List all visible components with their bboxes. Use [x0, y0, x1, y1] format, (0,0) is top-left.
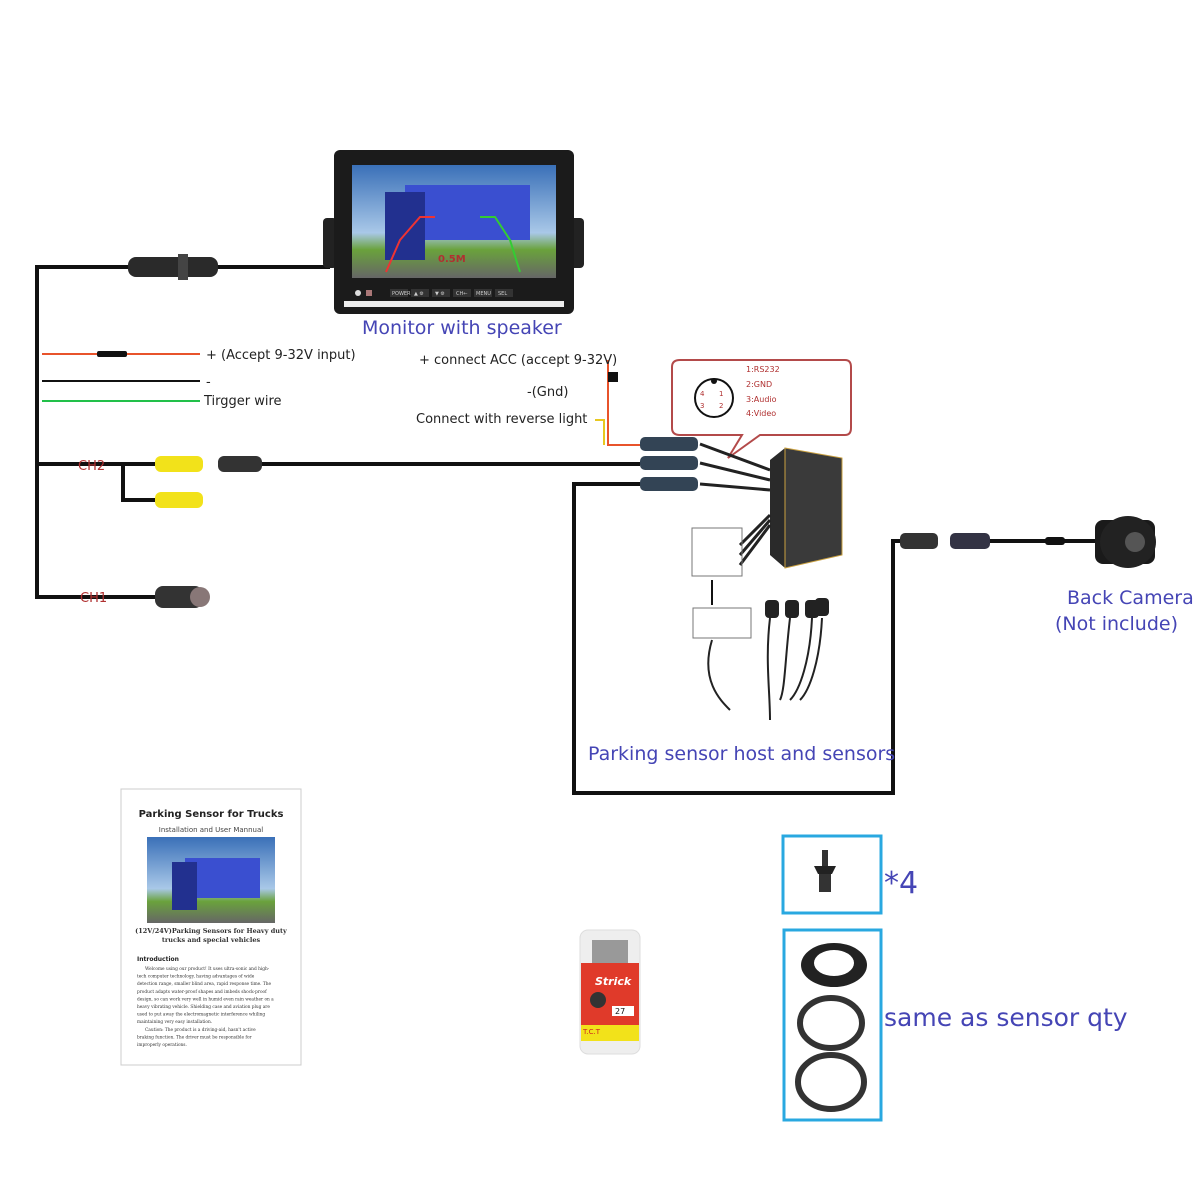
- manual-intro-line: tech computer technology, having advanta…: [137, 975, 255, 980]
- drill-brand: Strick: [595, 975, 632, 988]
- camera-note: (Not include): [1055, 613, 1178, 635]
- manual-heading: trucks and special vehicles: [162, 936, 261, 944]
- aviation-plug: [218, 456, 262, 472]
- sensor-host: [640, 437, 843, 721]
- hole-saw-package: Strick 27 T.C.T: [579, 929, 641, 1055]
- trigger-wire-label: Tirgger wire: [203, 394, 282, 409]
- manual-intro-line: heavy vibrating vehicle. Shielding case …: [137, 1005, 270, 1010]
- pin-number: 2: [719, 402, 723, 410]
- menu-button[interactable]: MENU: [476, 291, 491, 297]
- wires: [35, 265, 1095, 795]
- ground-wire-label: -: [206, 375, 211, 390]
- channel-button[interactable]: CH←: [456, 291, 467, 297]
- manual-intro-line: detection range, smaller blind area, rap…: [137, 982, 272, 987]
- pin-label: 2:GND: [746, 380, 772, 389]
- manual-subtitle: Installation and User Mannual: [159, 826, 263, 834]
- manual-intro-title: Introduction: [137, 956, 179, 963]
- pinout-callout: 1 2 3 4 1:RS232 2:GND 3:Audio 4:Video: [671, 359, 852, 459]
- drill-type: T.C.T: [582, 1028, 601, 1036]
- up-button[interactable]: ▲ ⚙: [414, 291, 424, 297]
- aviation-connector-monitor: [128, 254, 218, 280]
- monitor: 0.5M POWER ▲ ⚙ ▼ ⚙ CH← MENU SEL: [323, 150, 584, 314]
- distance-readout: 0.5M: [438, 254, 466, 265]
- back-camera: [900, 516, 1156, 568]
- manual-intro-line: product adapts water-proof shapes and im…: [137, 990, 267, 995]
- pin-label: 1:RS232: [746, 365, 780, 374]
- ch1-connector: [155, 586, 203, 608]
- ch2-label: CH2: [78, 459, 105, 474]
- manual-intro-line: Caution: The product is a driving-aid, h…: [145, 1028, 256, 1033]
- power-wire-label: + (Accept 9-32V input): [206, 348, 356, 363]
- rca-yellow-connector: [155, 456, 203, 472]
- pin-number: 1: [719, 390, 723, 398]
- pin-label: 4:Video: [746, 409, 776, 418]
- manual-intro-line: maintaining very easy installation.: [137, 1020, 212, 1025]
- down-button[interactable]: ▼ ⚙: [435, 291, 445, 297]
- manual-intro-line: Welcome using our product! It uses ultra…: [145, 967, 270, 972]
- manual-intro-line: braking function. The driver must be res…: [137, 1035, 253, 1040]
- drill-size: 27: [615, 1007, 625, 1016]
- manual-intro-line: improperly operations.: [137, 1043, 187, 1048]
- ch1-label: CH1: [80, 591, 107, 606]
- gnd-wire-label: -(Gnd): [527, 385, 568, 400]
- manual-heading: (12V/24V)Parking Sensors for Heavy duty: [135, 927, 287, 935]
- monitor-label: Monitor with speaker: [362, 317, 562, 339]
- camera-label: Back Camera: [1067, 587, 1194, 609]
- acc-wire-label: + connect ACC (accept 9-32V): [419, 353, 617, 368]
- pin-number: 4: [700, 390, 705, 398]
- manual-intro-line: design, so can work very well in humid e…: [137, 997, 274, 1002]
- pin-label: 3:Audio: [746, 395, 777, 404]
- power-button[interactable]: POWER: [392, 291, 411, 297]
- screw-box: [781, 834, 883, 915]
- reverse-light-label: Connect with reverse light: [416, 412, 587, 427]
- nut-quantity: same as sensor qty: [884, 1003, 1128, 1032]
- manual-intro-line: used to put away the electromagnetic int…: [137, 1013, 265, 1018]
- screw-quantity: *4: [884, 866, 918, 901]
- rca-yellow-connector-2: [155, 492, 203, 508]
- manual-title: Parking Sensor for Trucks: [139, 809, 284, 820]
- manual-intro-text: Welcome using our product! It uses ultra…: [137, 967, 274, 1048]
- sensor-host-label: Parking sensor host and sensors: [588, 743, 895, 765]
- user-manual: Parking Sensor for Trucks Installation a…: [120, 788, 302, 1066]
- nut-washer-box: [782, 928, 883, 1122]
- pin-number: 3: [700, 402, 704, 410]
- select-button[interactable]: SEL: [498, 291, 507, 297]
